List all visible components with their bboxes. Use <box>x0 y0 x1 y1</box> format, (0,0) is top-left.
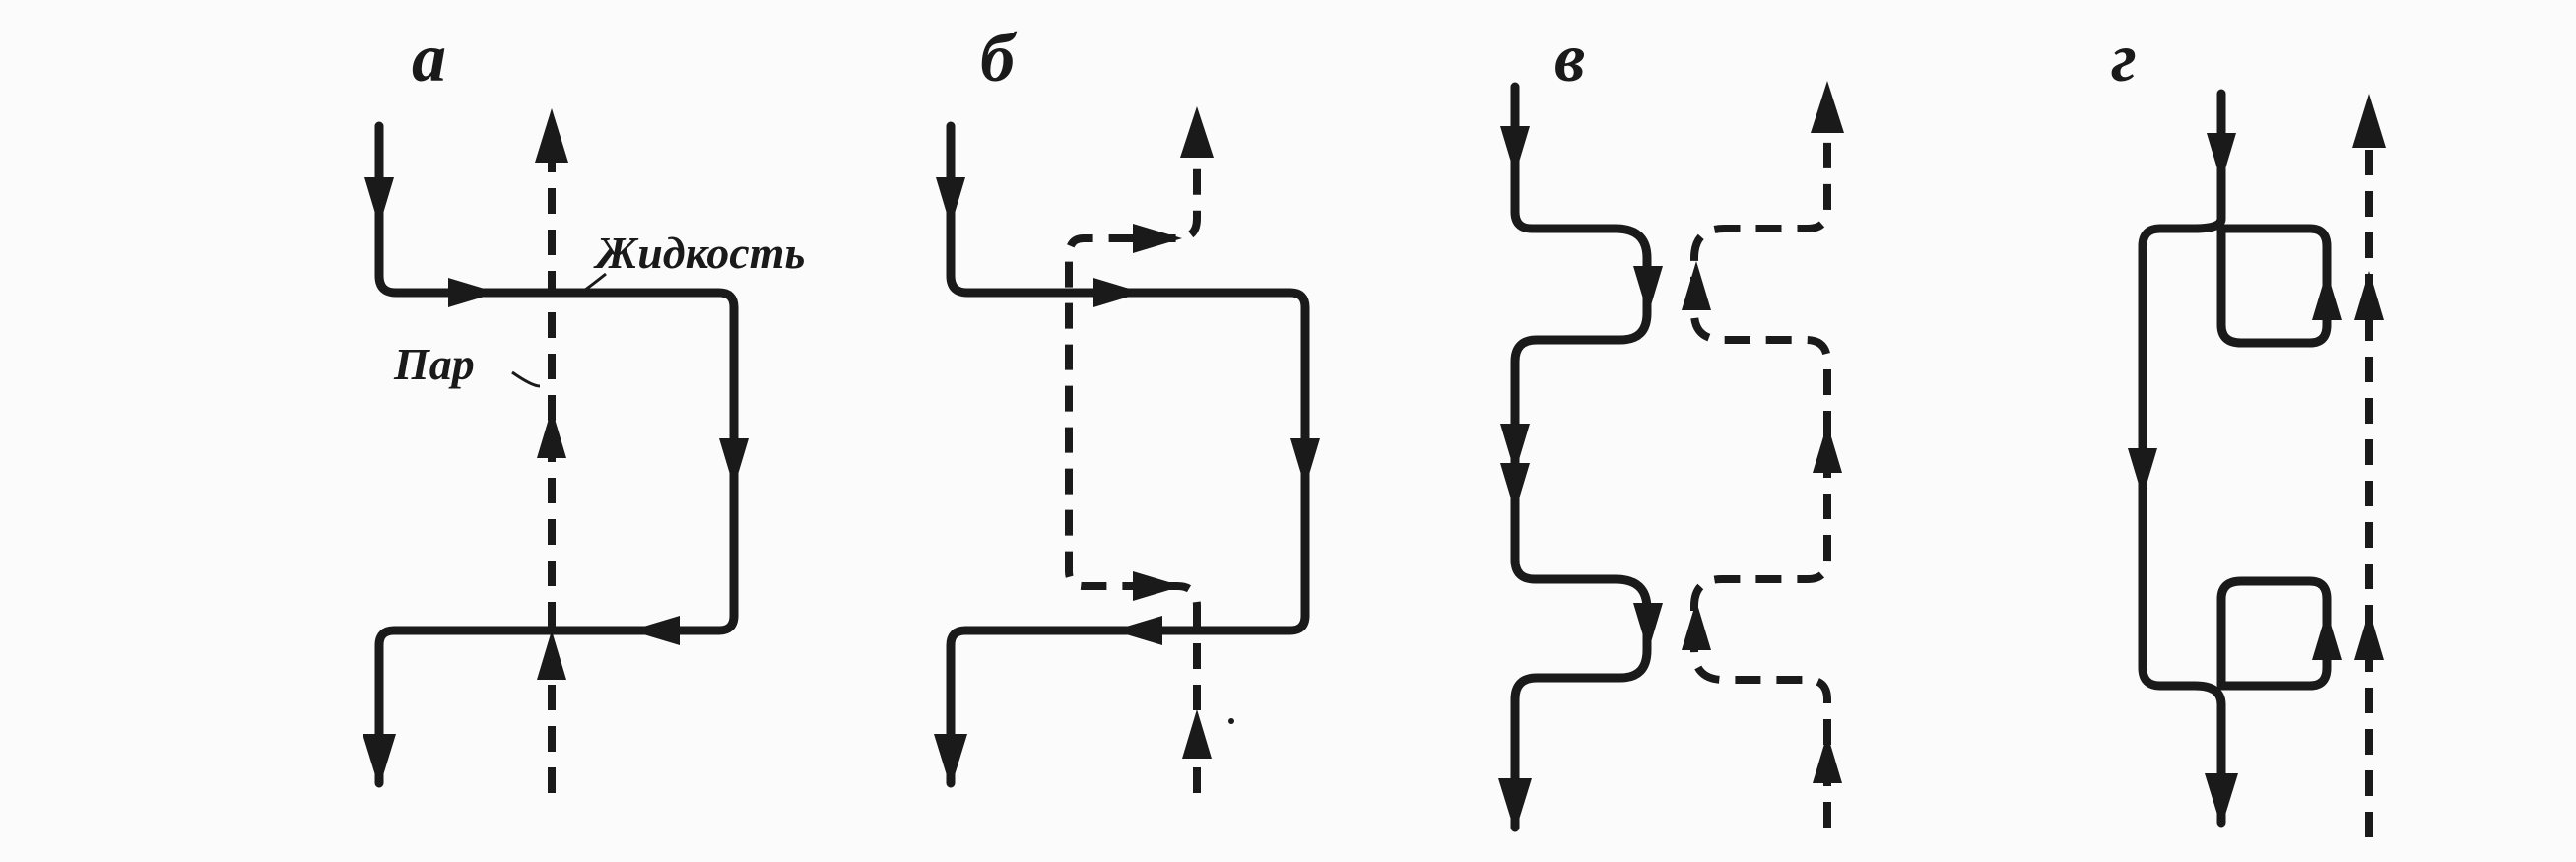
panel-a-vapor-arrow-top <box>535 108 568 163</box>
panel-v-liquid-arrow-in <box>1500 126 1530 175</box>
vapor-label: Пар <box>393 339 475 389</box>
panel-v-vapor-arrow-bottom <box>1813 734 1842 783</box>
panel-g <box>2128 89 2386 837</box>
panel-b-liquid-arrow-down <box>1290 438 1320 488</box>
panel-b-vapor-arrow-bottom <box>1182 709 1212 759</box>
panel-g-letter: г <box>2111 21 2137 97</box>
panel-v-vapor-arrow-lower-left <box>1682 601 1711 650</box>
panel-a-liquid-arrow-down <box>719 438 749 488</box>
panel-v-liquid-arrow-mid1 <box>1500 424 1530 473</box>
panel-g-liquid-upper-loop <box>2216 224 2332 348</box>
panel-v <box>1498 81 1844 832</box>
panel-b <box>934 106 1320 793</box>
liquid-label: Жидкость <box>593 228 805 278</box>
panel-a-liquid-arrow-out <box>363 734 396 788</box>
panel-b-liquid-arrow-out <box>934 734 967 788</box>
panel-a-liquid-arrow-right <box>448 278 497 307</box>
panel-b-vapor-line <box>1065 133 1201 793</box>
panel-g-liquid-arrow-upper-loop <box>2312 271 2342 320</box>
vapor-label-leader <box>511 370 541 388</box>
panel-b-liquid-line <box>946 121 1310 788</box>
panel-b-letter: б <box>980 21 1018 97</box>
panel-g-liquid-arrow-left-down <box>2128 448 2157 497</box>
panel-v-vapor-line <box>1690 108 1831 828</box>
panel-g-vapor-arrow-lower <box>2354 611 2384 660</box>
panel-v-vapor-arrow-mid <box>1813 424 1842 473</box>
panel-b-liquid-arrow-left <box>1113 616 1162 645</box>
panel-g-vapor-arrow-top <box>2352 94 2386 148</box>
panel-a-letter: а <box>412 21 446 97</box>
panel-v-liquid-arrow-mid2 <box>1500 463 1530 512</box>
panel-g-liquid-arrow-lower-loop <box>2312 611 2342 660</box>
panel-v-vapor-arrow-top <box>1811 81 1844 133</box>
panel-b-liquid-arrow-in <box>936 177 965 227</box>
panel-v-liquid-line <box>1510 82 1652 832</box>
panel-a-liquid-arrow-left <box>630 616 680 645</box>
panel-a-vapor-arrow-bottom <box>537 630 566 680</box>
panel-a-liquid-arrow-in <box>364 177 394 227</box>
panel-v-liquid-arrow-upper-right <box>1633 266 1663 315</box>
panel-a-vapor-arrow-mid <box>537 409 566 458</box>
panel-b-vapor-arrow-lower-right <box>1133 571 1182 601</box>
panel-a: Жидкость Пар <box>363 108 805 793</box>
liquid-label-leader <box>580 272 607 295</box>
panel-b-vapor-arrow-top <box>1180 106 1214 158</box>
panel-v-vapor-arrow-upper-left <box>1682 261 1711 310</box>
panel-g-vapor-arrow-upper <box>2354 271 2384 320</box>
panel-g-liquid-lower-loop <box>2216 576 2332 691</box>
panel-g-liquid-arrow-out <box>2205 773 2238 828</box>
panel-g-liquid-arrow-in <box>2207 133 2236 182</box>
panel-b-liquid-arrow-right <box>1093 278 1143 307</box>
panel-v-letter: в <box>1554 21 1585 97</box>
panel-v-liquid-arrow-out <box>1498 778 1532 832</box>
panel-b-dot <box>1228 718 1234 724</box>
panel-b-vapor-arrow-upper-right <box>1133 224 1182 253</box>
panel-v-liquid-arrow-lower-right <box>1633 603 1663 652</box>
